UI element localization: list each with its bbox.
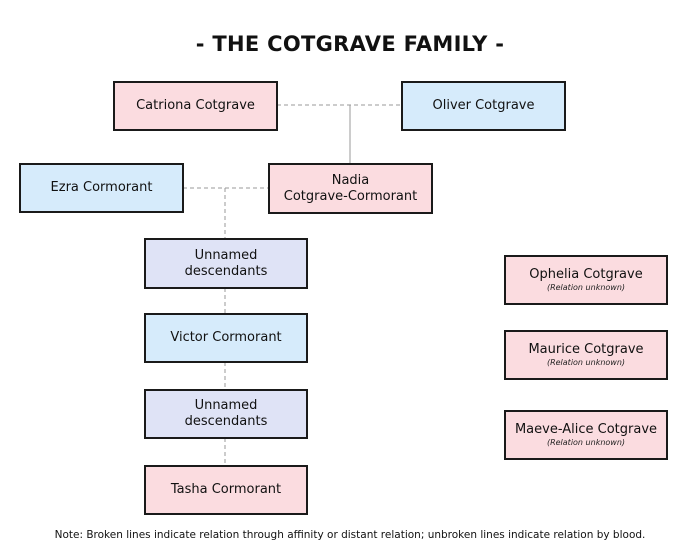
relation-note: (Relation unknown) [546,438,626,447]
diagram-title: - THE COTGRAVE FAMILY - [195,32,505,56]
person-box-ophelia[interactable]: Ophelia Cotgrave (Relation unknown) [504,255,668,305]
person-name: Victor Cormorant [170,330,282,345]
relation-note: (Relation unknown) [546,283,626,292]
person-box-nadia[interactable]: Nadia Cotgrave-Cormorant [268,163,433,214]
person-name: Nadia Cotgrave-Cormorant [283,172,418,204]
person-name: Unnamed descendants [184,398,268,429]
person-box-oliver[interactable]: Oliver Cotgrave [401,81,566,131]
person-box-unnamed-descendants-1[interactable]: Unnamed descendants [144,238,308,289]
person-box-tasha[interactable]: Tasha Cormorant [144,465,308,515]
person-name: Tasha Cormorant [170,482,282,497]
person-name: Unnamed descendants [184,247,268,279]
person-name: Maurice Cotgrave [528,342,644,357]
person-box-catriona[interactable]: Catriona Cotgrave [113,81,278,131]
person-name: Maeve-Alice Cotgrave [514,422,658,437]
person-box-ezra[interactable]: Ezra Cormorant [19,163,184,213]
person-name: Ezra Cormorant [50,180,153,195]
person-name: Ophelia Cotgrave [529,267,643,282]
person-box-unnamed-descendants-2[interactable]: Unnamed descendants [144,389,308,439]
person-box-maurice[interactable]: Maurice Cotgrave (Relation unknown) [504,330,668,380]
legend-note: Note: Broken lines indicate relation thr… [54,529,646,541]
relation-note: (Relation unknown) [546,358,626,367]
person-box-victor[interactable]: Victor Cormorant [144,313,308,363]
person-name: Oliver Cotgrave [432,98,535,113]
person-box-maeve-alice[interactable]: Maeve-Alice Cotgrave (Relation unknown) [504,410,668,460]
person-name: Catriona Cotgrave [136,98,255,113]
